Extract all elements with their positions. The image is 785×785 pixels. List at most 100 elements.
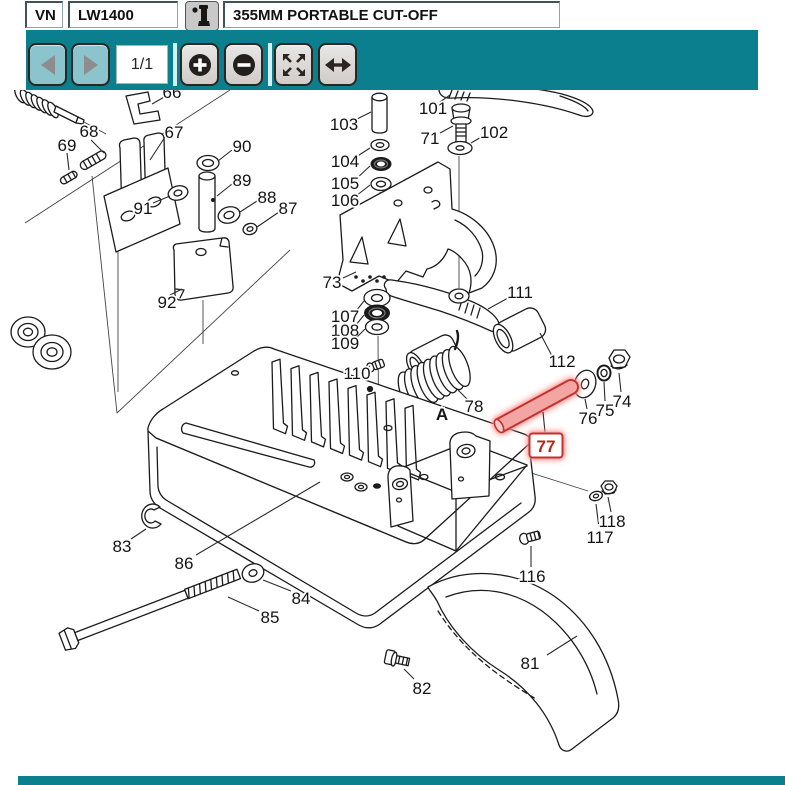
part-87-ring (242, 222, 258, 236)
part-label-69[interactable]: 69 (56, 134, 78, 157)
part-label-86[interactable]: 86 (173, 552, 195, 575)
part-label-75[interactable]: 75 (594, 399, 616, 422)
part-label-83[interactable]: 83 (111, 535, 133, 558)
next-page-button[interactable] (71, 43, 110, 86)
part-73-bracket (336, 161, 497, 294)
leader-line-101 (439, 94, 451, 103)
part-label-92[interactable]: 92 (156, 291, 178, 314)
leader-line-66 (151, 95, 167, 105)
part-81-chute (427, 572, 620, 752)
part-label-116[interactable]: 116 (517, 565, 548, 588)
leader-line-104 (355, 147, 371, 158)
part-104-washer (370, 138, 390, 152)
fit-screen-button[interactable] (274, 43, 313, 86)
part-88-washer (217, 206, 241, 224)
part-label-106[interactable]: 106 (329, 189, 361, 212)
prev-page-button[interactable] (28, 43, 67, 86)
part-label-67[interactable]: 67 (163, 121, 185, 144)
part-label-66[interactable]: 66 (161, 90, 183, 104)
zoom-in-button[interactable] (180, 43, 219, 86)
part-103-pin (371, 92, 388, 134)
part-label-118[interactable]: 118 (597, 510, 628, 533)
leader-line-118 (607, 496, 612, 513)
part-label-109[interactable]: 109 (329, 332, 361, 355)
part-label-105[interactable]: 105 (329, 172, 361, 195)
leader-line-75 (603, 381, 606, 402)
model-number-box[interactable]: LW1400 (68, 1, 178, 28)
leader-line-117 (595, 503, 600, 529)
toolbar: 1/1 (26, 30, 758, 90)
part-116-screw (519, 530, 541, 545)
part-label-90[interactable]: 90 (231, 135, 253, 158)
leader-line-109 (355, 328, 366, 339)
part-label-A[interactable]: A (434, 403, 450, 426)
leader-line-87 (256, 211, 280, 228)
toolbar-separator (173, 43, 177, 86)
fit-width-icon (324, 57, 351, 72)
part-label-85[interactable]: 85 (259, 606, 281, 629)
part-label-89[interactable]: 89 (231, 169, 253, 192)
cut-off-saw-icon (192, 5, 210, 26)
leader-line-112 (539, 332, 553, 357)
leader-line-110 (364, 365, 371, 370)
fit-width-button[interactable] (318, 43, 357, 86)
part-label-84[interactable]: 84 (290, 587, 312, 610)
part-label-68[interactable]: 68 (78, 120, 100, 143)
part-label-101[interactable]: 101 (417, 97, 449, 120)
part-109-washer (364, 318, 390, 336)
leader-line-86 (195, 481, 321, 556)
part-label-102[interactable]: 102 (478, 121, 510, 144)
leader-line-83 (130, 528, 147, 540)
part-label-110[interactable]: 110 (342, 362, 373, 385)
part-75-ring (596, 364, 612, 382)
part-label-111[interactable]: 111 (505, 281, 534, 304)
part-label-103[interactable]: 103 (328, 113, 360, 136)
country-code-box[interactable]: VN (25, 1, 63, 28)
leader-line-69 (66, 152, 70, 171)
part-68-pin (79, 150, 107, 171)
part-89-pin (198, 171, 216, 233)
part-107-washer (363, 288, 391, 308)
part-label-104[interactable]: 104 (329, 150, 361, 173)
leader-line-92 (169, 288, 183, 296)
part-label-91[interactable]: 91 (132, 197, 154, 220)
part-86-base-housing (147, 346, 536, 629)
part-label-108[interactable]: 108 (329, 319, 361, 342)
country-code: VN (35, 6, 56, 24)
highlight-box-77[interactable] (528, 432, 564, 459)
leader-line-71 (439, 125, 454, 134)
part-label-73[interactable]: 73 (321, 271, 343, 294)
leader-line-73 (342, 271, 357, 279)
leader-line-103 (354, 111, 372, 121)
part-69-pin (59, 170, 78, 185)
zoom-in-icon (188, 53, 211, 76)
part-90-oring (196, 154, 220, 172)
part-label-81[interactable]: 81 (519, 652, 541, 675)
part-label-117[interactable]: 117 (585, 526, 616, 549)
leader-line-105 (355, 165, 371, 180)
part-85-bolt (58, 568, 242, 651)
leader-line-67 (149, 136, 166, 161)
part-label-107[interactable]: 107 (329, 305, 361, 328)
leader-line-107 (355, 300, 365, 312)
zoom-out-button[interactable] (224, 43, 263, 86)
part-77-pin-highlighted[interactable] (492, 379, 579, 434)
product-title: 355MM PORTABLE CUT-OFF (233, 6, 438, 24)
part-label-74[interactable]: 74 (611, 390, 633, 413)
part-label-82[interactable]: 82 (411, 677, 433, 700)
part-label-77[interactable]: 77 (537, 437, 556, 456)
part-label-88[interactable]: 88 (256, 186, 278, 209)
model-number: LW1400 (78, 6, 134, 24)
part-label-76[interactable]: 76 (577, 407, 599, 430)
fit-screen-icon (282, 53, 305, 76)
leader-line-78 (455, 387, 469, 401)
part-label-78[interactable]: 78 (463, 395, 485, 418)
bottom-accent-bar (18, 776, 785, 785)
part-label-112[interactable]: 112 (547, 350, 578, 373)
leader-line-91 (152, 195, 171, 204)
part-67-bracket (103, 132, 181, 253)
part-label-71[interactable]: 71 (419, 127, 441, 150)
part-label-87[interactable]: 87 (277, 197, 299, 220)
tool-type-button[interactable] (185, 1, 219, 31)
page-indicator[interactable]: 1/1 (116, 45, 168, 84)
